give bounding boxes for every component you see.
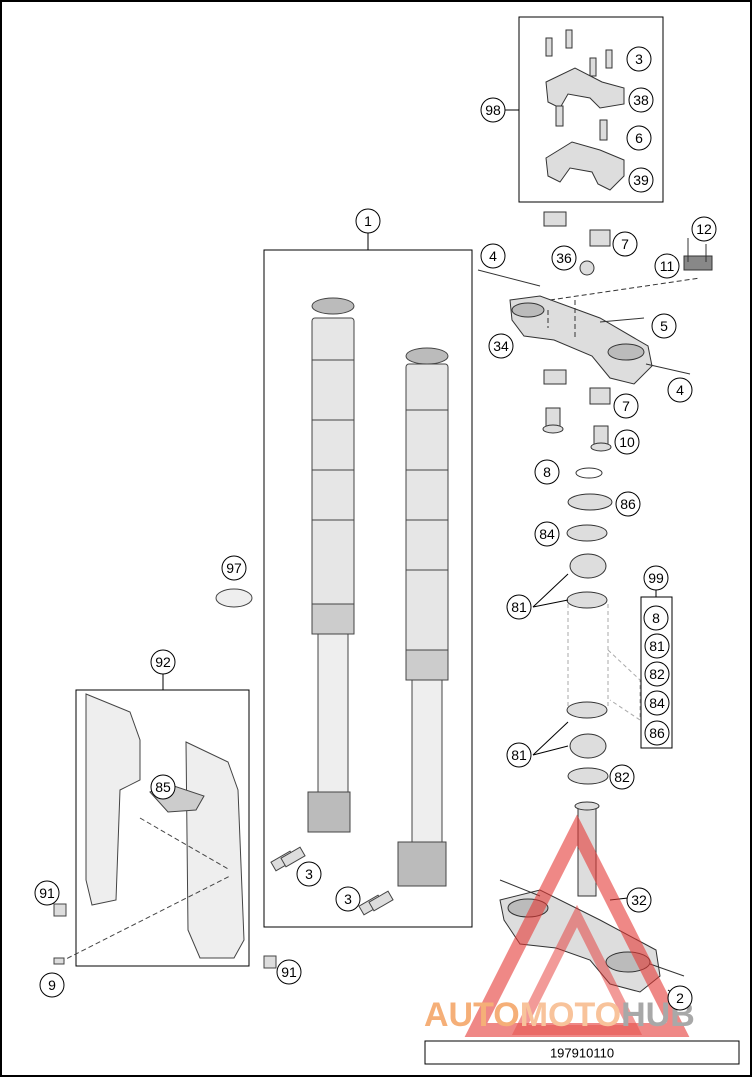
callout-circle-82 [644,661,670,687]
callout-circle-84 [644,690,670,716]
callout-circle-86 [644,720,670,746]
callout-number-98: 98 [485,102,501,118]
callout-number-7: 7 [621,236,629,252]
callout-number-7: 7 [622,398,630,414]
callout-number-92: 92 [155,654,171,670]
callout-circle-81 [506,742,532,768]
callout-number-4: 4 [676,382,684,398]
callout-circle-3 [335,886,361,912]
callout-circle-81 [506,594,532,620]
callout-number-39: 39 [633,172,649,188]
upper-triple-clamp [509,211,713,452]
callout-number-97: 97 [226,560,242,576]
callout-circle-86 [615,491,641,517]
callout-number-84: 84 [539,526,555,542]
callout-number-91: 91 [39,885,55,901]
callout-circle-8 [643,605,669,631]
callout-number-12: 12 [696,221,712,237]
callout-circle-5 [651,313,677,339]
document-number: 197910110 [550,1046,614,1061]
callout-circle-7 [612,231,638,257]
bolt-line-2b [649,963,685,977]
callout-number-99: 99 [648,570,664,586]
fork-leg-right [397,347,449,887]
callout-circle-32 [626,887,652,913]
callout-number-91: 91 [281,964,297,980]
dashed-lines [547,277,701,340]
callout-circle-85 [150,774,176,800]
callout-circle-4 [480,243,506,269]
bolt-lines [477,238,707,375]
callout-number-8: 8 [652,610,660,626]
fork-seal-ring [215,588,253,608]
callout-circle-97 [221,555,247,581]
document-number-box [424,1040,740,1065]
callout-circle-84 [534,521,560,547]
callout-circle-39 [628,167,654,193]
callout-number-81: 81 [649,638,665,654]
callout-circle-3 [296,861,322,887]
callout-circle-10 [614,429,640,455]
callout-number-82: 82 [614,769,630,785]
callout-circle-38 [628,87,654,113]
callout-number-85: 85 [155,779,171,795]
small-bolts [53,903,277,969]
callout-circle-4 [667,377,693,403]
callout-circle-82 [609,764,635,790]
callout-number-32: 32 [631,892,647,908]
callout-circle-1 [355,208,381,234]
callout-circle-91 [276,959,302,985]
callout-number-81: 81 [511,747,527,763]
callout-circle-8 [534,459,560,485]
callout-circle-92 [150,649,176,675]
callout-number-3: 3 [635,51,643,67]
callout-number-4: 4 [489,248,497,264]
watermark: AUTOMOTOHUB [424,814,695,1037]
bearing-parts [566,467,613,785]
fork-leg-left [307,297,355,833]
callout-number-3: 3 [305,866,313,882]
callout-number-86: 86 [649,725,665,741]
fork-guards [85,693,245,959]
callout-circle-3 [626,46,652,72]
svg-text:AUTOMOTOHUB: AUTOMOTOHUB [424,996,695,1034]
callout-number-82: 82 [649,666,665,682]
handlebar-clamp-parts [545,29,625,191]
fork-leg-lines [312,359,448,571]
callout-number-86: 86 [620,496,636,512]
callout-circle-11 [654,253,680,279]
callout-circle-2 [667,985,693,1011]
callout-circle-81 [644,633,670,659]
callout-number-3: 3 [344,891,352,907]
callout-circle-91 [34,880,60,906]
callout-number-34: 34 [493,338,509,354]
callout-number-8: 8 [543,464,551,480]
callout-number-84: 84 [649,695,665,711]
watermark-part-2: MOTO [520,996,621,1034]
callout-circle-6 [626,125,652,151]
callout-number-38: 38 [633,92,649,108]
callout-number-11: 11 [660,258,675,274]
guard-dashed-lines [59,817,231,963]
callout-circle-36 [551,245,577,271]
callout-circle-99 [643,565,669,591]
callout-number-1: 1 [364,213,372,229]
axle-bolts [270,846,394,916]
callout-number-5: 5 [660,318,668,334]
callout-number-36: 36 [556,250,572,266]
watermark-part-1: AUTO [424,996,520,1034]
callout-number-81: 81 [511,599,527,615]
callout-circle-34 [488,333,514,359]
callout-number-6: 6 [635,130,643,146]
head-tube-ghost [567,604,641,721]
callout-number-2: 2 [676,990,684,1006]
callout-circle-7 [613,393,639,419]
callout-circle-98 [480,97,506,123]
bolt-line-2 [499,879,541,897]
callout-circle-12 [691,216,717,242]
callout-number-10: 10 [619,434,635,450]
callout-number-9: 9 [48,977,56,993]
callout-circle-9 [39,972,65,998]
